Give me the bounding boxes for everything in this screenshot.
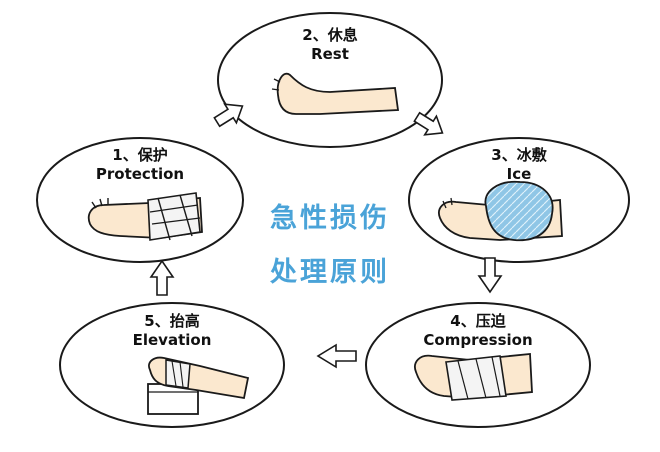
- compression-foot-illustration: [414, 353, 533, 401]
- step-2-ellipse: [217, 12, 443, 148]
- step-3-en: Ice: [506, 165, 532, 183]
- center-title-line2: 处理原则: [270, 257, 390, 288]
- rest-leg-illustration: [271, 72, 400, 115]
- arrow-4-to-5: [316, 343, 357, 369]
- step-3-cn: 3、冰敷: [491, 146, 547, 164]
- step-4-cn: 4、压迫: [450, 312, 506, 330]
- ice-pack-illustration: [438, 180, 563, 242]
- step-2-cn: 2、休息: [302, 26, 358, 44]
- step-4-en: Compression: [423, 331, 533, 349]
- step-1-cn: 1、保护: [112, 146, 168, 164]
- protection-foot-illustration: [87, 192, 203, 241]
- elevation-stool-illustration: [147, 356, 250, 415]
- step-1-label: 1、保护 Protection: [96, 146, 184, 184]
- arrow-1-to-2: [213, 103, 244, 128]
- arrow-5-to-1: [149, 259, 175, 296]
- step-5-cn: 5、抬高: [144, 312, 200, 330]
- step-2-label: 2、休息 Rest: [302, 26, 357, 64]
- step-2-en: Rest: [311, 45, 349, 63]
- step-1-en: Protection: [95, 165, 185, 183]
- arrow-3-to-4: [477, 257, 503, 294]
- step-3-label: 3、冰敷 Ice: [491, 146, 546, 184]
- step-5-label: 5、抬高 Elevation: [133, 312, 212, 350]
- center-title-line1: 急性损伤: [270, 203, 390, 234]
- arrow-2-to-3: [413, 111, 444, 136]
- step-5-en: Elevation: [132, 331, 212, 349]
- step-4-label: 4、压迫 Compression: [423, 312, 532, 350]
